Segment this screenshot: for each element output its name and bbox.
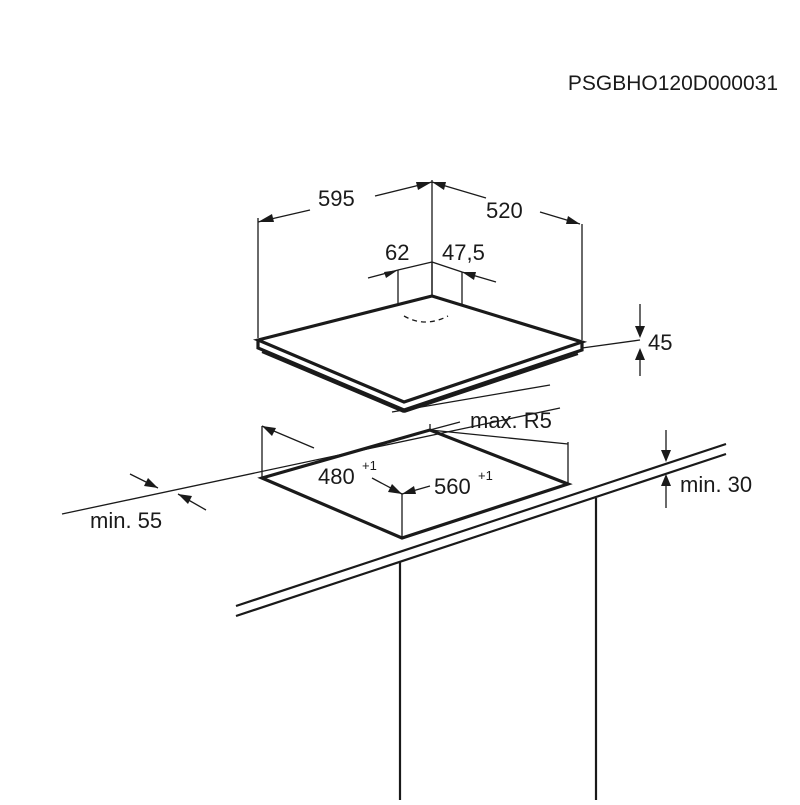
worktop (61, 407, 727, 800)
drawing-code: PSGBHO120D000031 (568, 72, 778, 95)
dimension-cutout (371, 477, 431, 495)
label-min-front: min. 55 (90, 508, 162, 533)
dimension-rear-offsets (367, 261, 497, 306)
label-rear-left: 62 (385, 240, 409, 265)
label-height: 45 (648, 330, 672, 355)
label-rear-right: 47,5 (442, 240, 485, 265)
label-cutout-depth: 480 (318, 464, 355, 489)
hob-outline (252, 294, 641, 414)
dimension-min-front (129, 473, 207, 511)
label-depth: 520 (486, 198, 523, 223)
label-corner-radius: max. R5 (470, 408, 552, 433)
label-cutout-width: 560 (434, 474, 471, 499)
dimension-depth (431, 181, 581, 225)
dimension-width (257, 180, 583, 340)
label-min-top: min. 30 (680, 472, 752, 497)
label-cutout-width-tol: +1 (478, 468, 493, 483)
cutout (257, 421, 573, 540)
dimension-height (635, 304, 645, 376)
label-width: 595 (318, 186, 355, 211)
dimension-min-top (661, 430, 671, 508)
label-cutout-depth-tol: +1 (362, 458, 377, 473)
